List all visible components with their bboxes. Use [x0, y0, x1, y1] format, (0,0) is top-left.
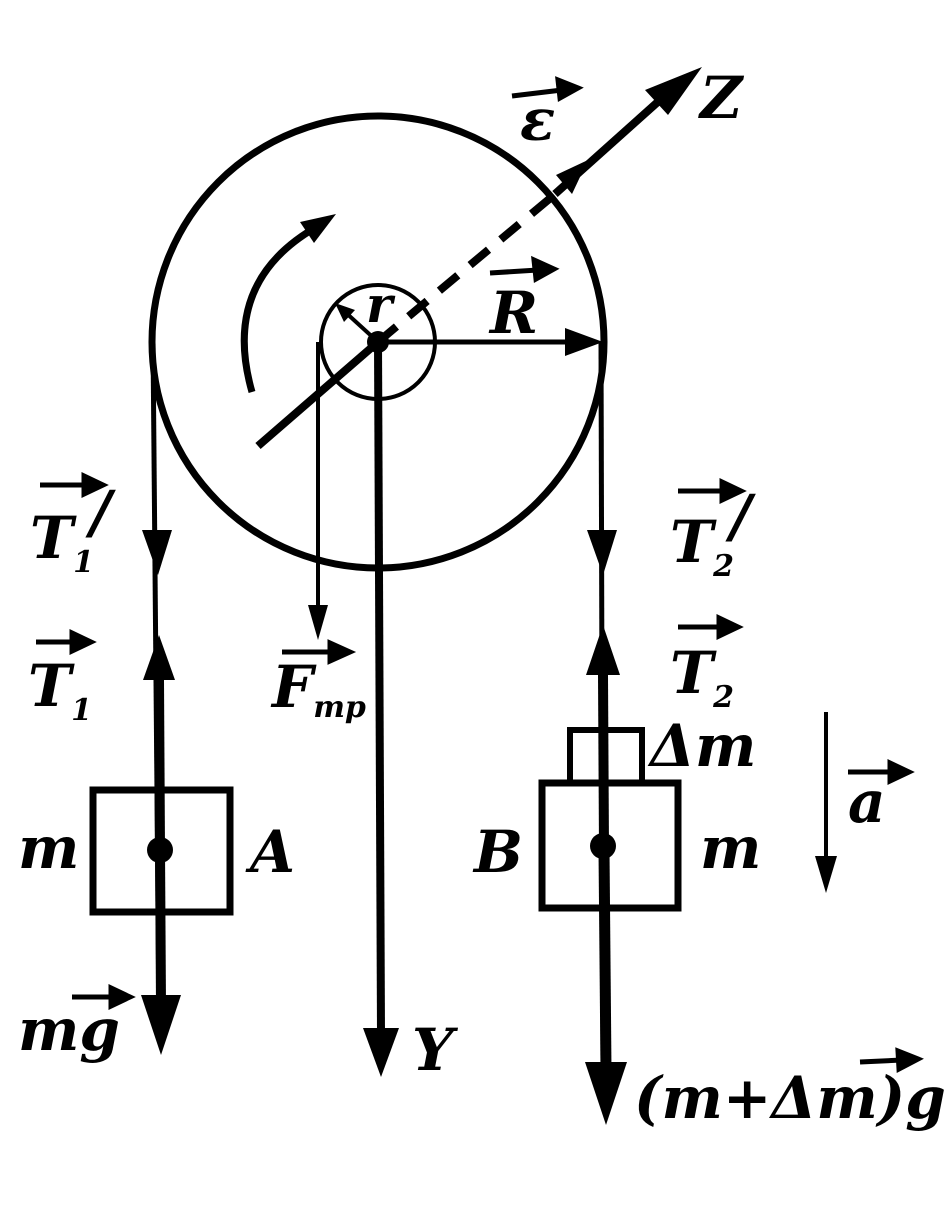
epsilon-label: ε: [520, 86, 555, 154]
z-axis-label: Z: [698, 64, 745, 132]
t2-label: T2: [670, 639, 734, 715]
friction-arrowhead: [308, 605, 328, 640]
rotation-arc: [240, 221, 322, 393]
vector-hats: [36, 76, 924, 1074]
mass-right-label: m: [700, 814, 761, 882]
gravity-left-label: mg: [18, 996, 120, 1064]
gravity-left-arrowhead: [141, 995, 181, 1055]
body-b-label: B: [472, 818, 523, 886]
gravity-right-thick: [598, 849, 612, 1071]
acceleration-arrowhead: [815, 856, 837, 893]
t2-thick-segment: [598, 674, 609, 851]
y-axis-arrowhead: [363, 1028, 399, 1077]
gravity-right-label: (m+Δm)g: [634, 1064, 944, 1132]
delta-m-label: Δm: [647, 712, 756, 780]
acceleration-label: a: [848, 768, 886, 836]
z-axis-mid-arrowhead: [556, 160, 588, 194]
t1-arrowhead: [143, 635, 175, 680]
z-axis-arrowhead: [645, 67, 702, 115]
t2-arrowhead: [586, 625, 620, 675]
t2-prime-arrowhead: [587, 530, 617, 575]
inner-radius-label: r: [366, 275, 396, 334]
inner-radius-arrowhead: [335, 303, 355, 322]
t2-prime-label: T2/: [670, 482, 756, 584]
body-a-label: A: [245, 818, 295, 886]
block-a-center: [147, 837, 173, 863]
y-axis-label: Y: [412, 1016, 459, 1084]
gravity-left-thick: [155, 849, 166, 1006]
delta-m-block: [567, 727, 645, 786]
mass-left-label: m: [18, 814, 79, 882]
block-a: [89, 786, 234, 916]
t1-label: T1: [28, 652, 92, 728]
radius-vector-arrowhead: [565, 328, 603, 356]
y-axis-line: [374, 341, 385, 1036]
block-b-center: [590, 833, 616, 859]
inner-radius-line: [342, 309, 380, 344]
t1-prime-arrowhead: [142, 530, 172, 575]
gravity-right-arrowhead: [585, 1062, 627, 1125]
outer-radius-label: R: [488, 279, 538, 347]
friction-label: Fmp: [270, 653, 366, 725]
t1-thick-segment: [154, 679, 165, 851]
t1-prime-label: T1/: [30, 478, 116, 580]
rotation-arrowhead: [300, 214, 336, 243]
